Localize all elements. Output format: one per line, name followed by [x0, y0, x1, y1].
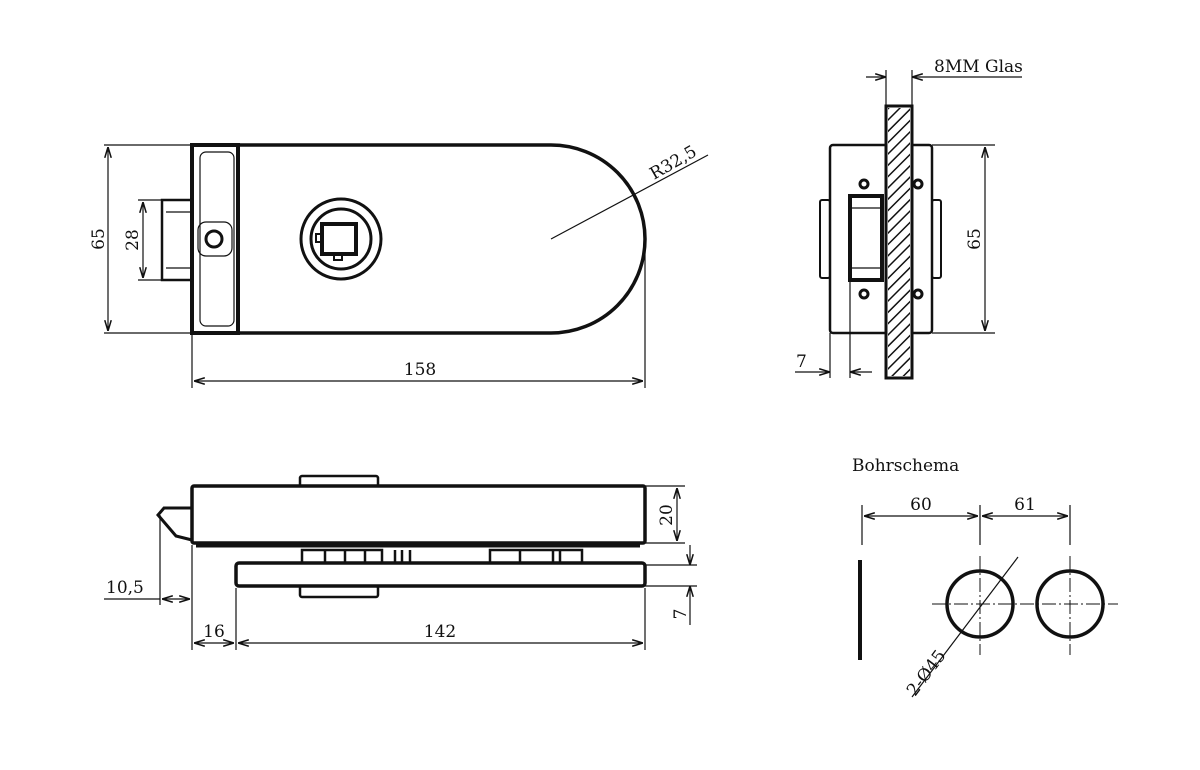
- radius-dimension: R32,5: [647, 142, 701, 185]
- screw-icon: [912, 288, 924, 300]
- drilling-scheme: Bohrschema 60 61 2-Ø45: [852, 456, 1118, 700]
- latch-bevel: [156, 506, 193, 542]
- latch-screw-housing: [197, 221, 233, 257]
- latch-height-dimension: 28: [123, 229, 143, 251]
- height-dimension: 65: [89, 228, 109, 250]
- side-height-dimension: 65: [965, 228, 985, 250]
- drill-hole-1: [945, 569, 1015, 639]
- clamp-end-cap: [190, 143, 240, 335]
- edge-distance-dimension: 60: [910, 495, 932, 515]
- length-dimension: 158: [404, 360, 436, 380]
- side-offset-dimension: 7: [796, 352, 807, 372]
- side-view: 8MM Glas 65 7: [795, 57, 1023, 380]
- clamp-inner: [199, 151, 235, 327]
- glass-thickness-label: 8MM Glas: [934, 57, 1023, 77]
- lock-body-outline: [190, 143, 647, 335]
- plate-length-dimension: 142: [424, 622, 456, 642]
- screw-icon: [858, 178, 870, 190]
- body-height-dimension: 20: [657, 504, 677, 526]
- hole-diameter-label: 2-Ø45: [903, 646, 950, 700]
- screw-icon: [858, 288, 870, 300]
- plate-thickness-dimension: 7: [671, 609, 691, 620]
- latch-bolt: [160, 198, 194, 282]
- offset-dimension: 16: [203, 622, 225, 642]
- top-view: 65 28 R32,5 158: [89, 142, 709, 388]
- latch-projection-dimension: 10,5: [106, 578, 144, 598]
- lock-cylinder-inner: [309, 207, 373, 271]
- main-body: [190, 484, 647, 545]
- drilling-title: Bohrschema: [852, 456, 959, 476]
- screw-icon: [912, 178, 924, 190]
- lock-cylinder-outer: [299, 197, 383, 281]
- glass-plate: [234, 561, 647, 588]
- lock-square-key: [320, 222, 358, 256]
- front-view: 20 7 10,5 16 142: [104, 474, 697, 650]
- hole-distance-dimension: 61: [1014, 495, 1036, 515]
- latch-screw-icon: [204, 229, 224, 249]
